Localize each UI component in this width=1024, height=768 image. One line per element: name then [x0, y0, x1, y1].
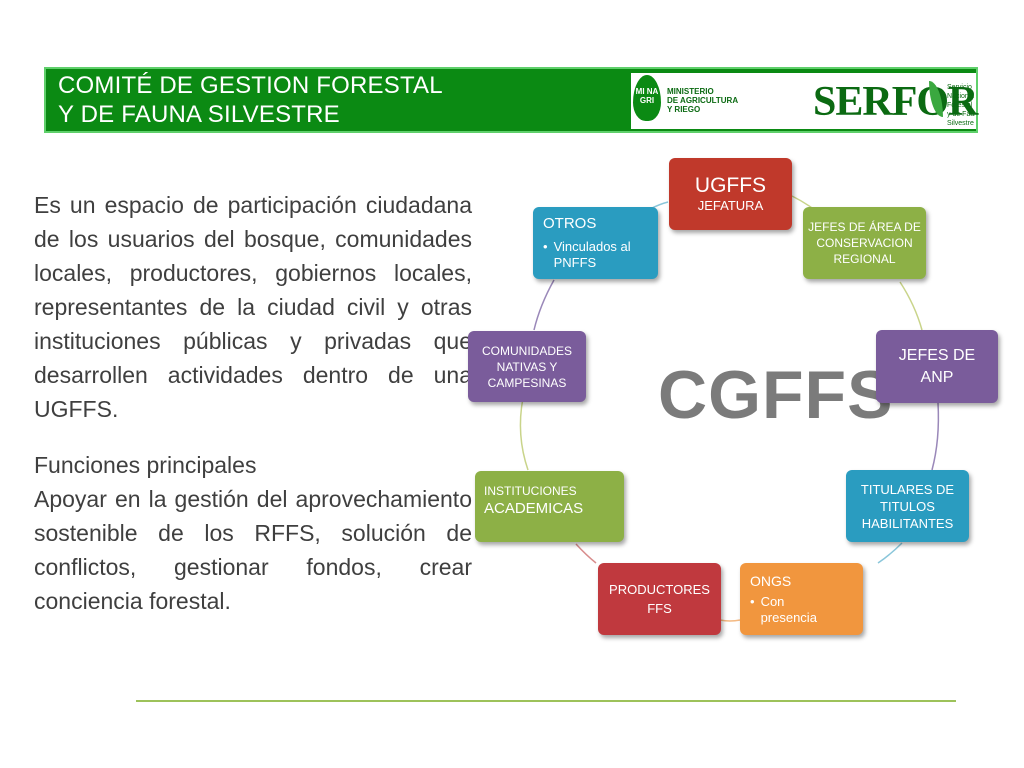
node-jefes-area: JEFES DE ÁREA DE CONSERVACION REGIONAL: [803, 207, 926, 279]
functions-paragraph: Apoyar en la gestión del aprovechamiento…: [34, 486, 472, 614]
ring-arc-anp-titulares: [931, 402, 940, 471]
node-jefes-area-text: JEFES DE ÁREA DE CONSERVACION REGIONAL: [808, 220, 921, 266]
serfor-line-5: Silvestre: [947, 120, 974, 127]
ring-arc-productores-instituciones: [575, 543, 597, 564]
minagri-line-2: DE AGRICULTURA: [667, 96, 739, 105]
minagri-line-3: Y RIEGO: [667, 105, 701, 114]
node-instituciones-line2: ACADEMICAS: [484, 500, 584, 517]
page-title: COMITÉ DE GESTION FORESTAL Y DE FAUNA SI…: [58, 71, 443, 129]
node-titulares-text: TITULARES DE TITULOS HABILITANTES: [860, 481, 955, 531]
node-otros: OTROS • Vinculados al PNFFS: [533, 207, 658, 279]
node-instituciones-line1: INSTITUCIONES: [484, 484, 577, 498]
title-line-2: Y DE FAUNA SILVESTRE: [58, 101, 340, 128]
ring-arc-ongs-productores: [719, 619, 741, 622]
minagri-line-1: MINISTERIO: [667, 87, 714, 96]
ring-arc-instituciones-comunidades: [519, 397, 529, 471]
node-titulares: TITULARES DE TITULOS HABILITANTES: [846, 470, 969, 542]
footer-divider: [136, 700, 956, 702]
node-otros-bullet: • Vinculados al PNFFS: [543, 239, 658, 271]
functions-heading: Funciones principales: [34, 452, 257, 478]
node-comunidades-text: COMUNIDADES NATIVAS Y CAMPESINAS: [481, 343, 572, 390]
logos-area: MI NA GRI MINISTERIO DE AGRICULTURA Y RI…: [631, 73, 978, 129]
spacer: [34, 426, 472, 448]
ring-arc-comunidades-otros: [533, 279, 555, 331]
header-banner: COMITÉ DE GESTION FORESTAL Y DE FAUNA SI…: [44, 67, 978, 133]
node-productores: PRODUCTORES FFS: [598, 563, 721, 635]
node-jefes-anp-text: JEFES DE ANP: [898, 346, 976, 386]
minagri-logo-icon: MI NA GRI: [633, 75, 661, 121]
node-productores-text: PRODUCTORES FFS: [609, 582, 710, 616]
minagri-drop-text: MI NA GRI: [635, 87, 659, 105]
node-ugffs-title: UGFFS: [694, 174, 767, 197]
node-jefes-anp: JEFES DE ANP: [876, 330, 998, 403]
node-comunidades: COMUNIDADES NATIVAS Y CAMPESINAS: [468, 331, 586, 402]
description-paragraph: Es un espacio de participación ciudadana…: [34, 192, 472, 422]
node-otros-bullet-text: Vinculados al PNFFS: [553, 239, 631, 270]
node-otros-title: OTROS: [543, 215, 597, 232]
node-ongs-title: ONGS: [750, 573, 792, 589]
center-label: CGFFS: [658, 357, 894, 433]
serfor-line-2: Nacional: [947, 93, 975, 100]
node-ongs-bullet: • Con presencia: [750, 594, 863, 626]
node-ugffs-subtitle: JEFATURA: [697, 198, 764, 213]
title-line-1: COMITÉ DE GESTION FORESTAL: [58, 72, 443, 99]
serfor-line-4: y de Fauna: [947, 111, 975, 118]
serfor-logo-word: SERFOR: [813, 79, 978, 125]
serfor-line-3: Forestal: [947, 102, 973, 109]
bullet-icon: •: [543, 239, 548, 254]
body-text: Es un espacio de participación ciudadana…: [34, 188, 472, 618]
node-instituciones: INSTITUCIONES ACADEMICAS: [475, 471, 624, 542]
minagri-label: MINISTERIO DE AGRICULTURA Y RIEGO: [667, 87, 738, 114]
serfor-line-1: Servicio: [947, 84, 972, 91]
ring-arc-jefes-area-anp: [899, 281, 923, 331]
ring-arc-titulares-ongs: [877, 542, 903, 564]
serfor-label: Servicio Nacional Forestal y de Fauna Si…: [947, 83, 975, 128]
node-ongs: ONGS • Con presencia: [740, 563, 863, 635]
node-ongs-bullet-text: Con presencia: [760, 594, 817, 625]
node-ugffs: UGFFS JEFATURA: [669, 158, 792, 230]
bullet-icon: •: [750, 594, 755, 609]
